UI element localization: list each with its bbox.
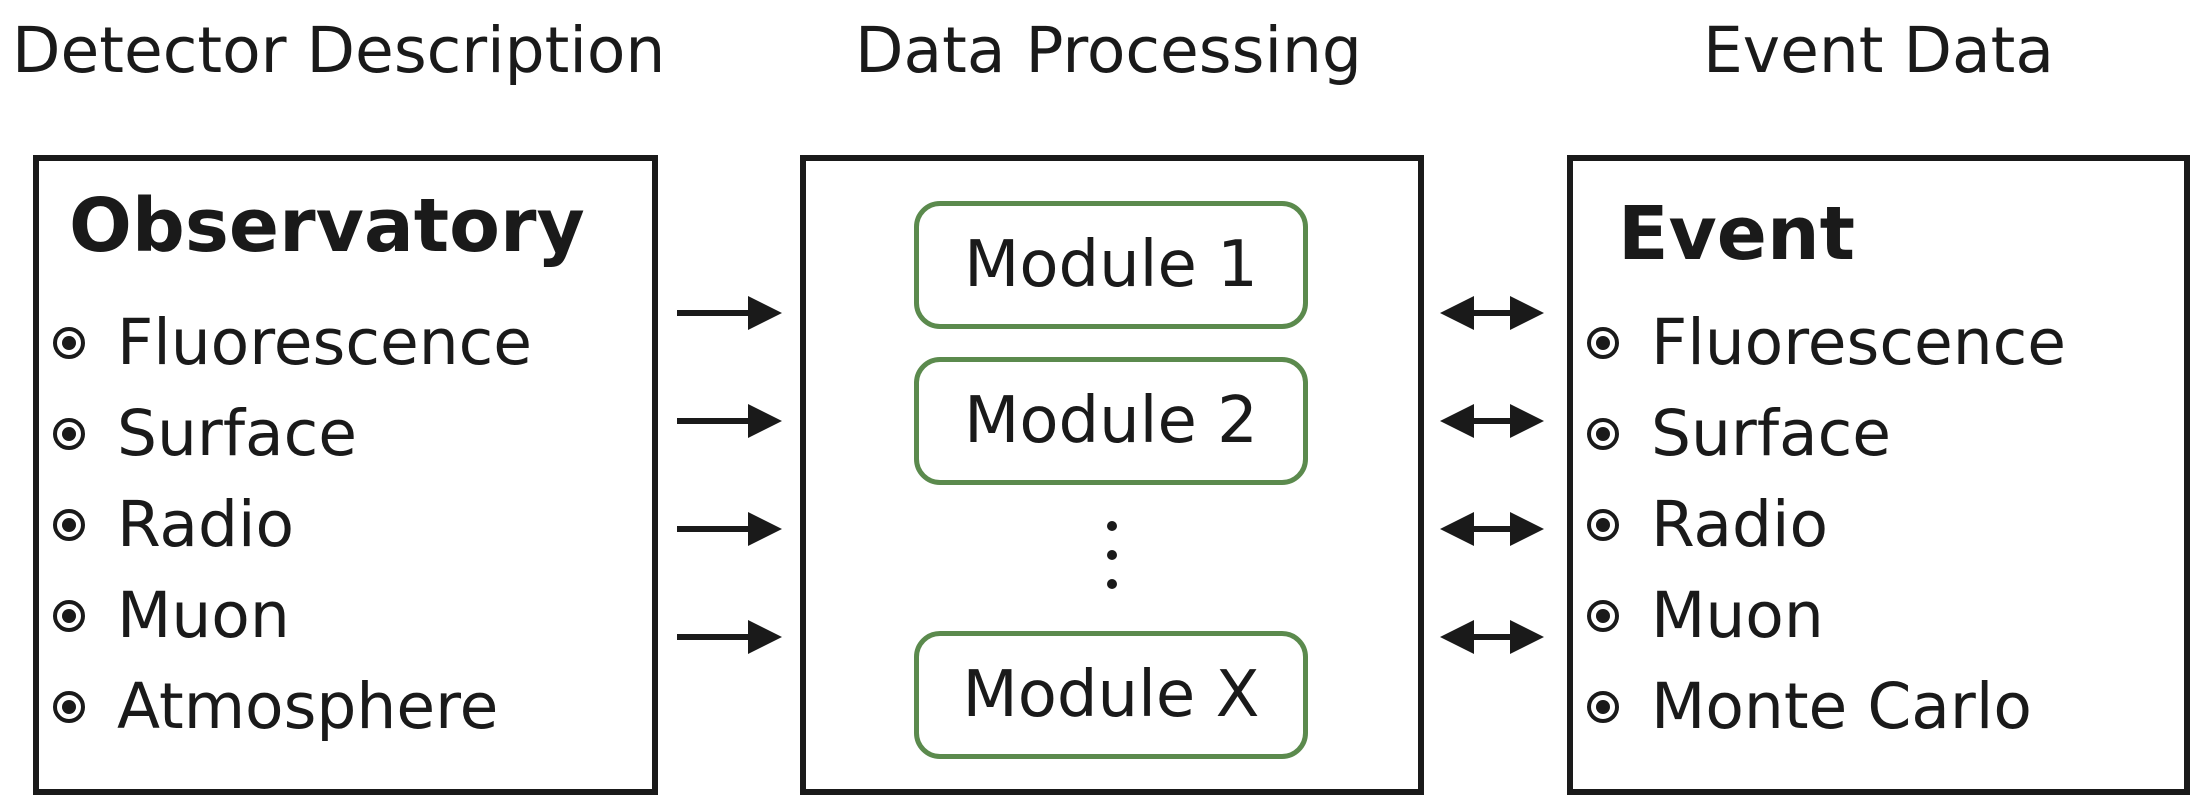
observatory-item: Muon xyxy=(53,579,290,652)
heading-data-processing: Data Processing xyxy=(855,14,1362,87)
circled-dot-icon xyxy=(53,508,85,541)
double-arrow-icon xyxy=(1440,620,1544,654)
right-arrow-icon xyxy=(677,296,782,330)
observatory-item: Radio xyxy=(53,488,294,561)
module-2: Module 2 xyxy=(914,357,1308,485)
event-item: Radio xyxy=(1587,488,1828,561)
module-x: Module X xyxy=(914,631,1308,759)
right-arrow-icon xyxy=(677,404,782,438)
module-label: Module X xyxy=(962,658,1260,732)
right-arrow-icon xyxy=(677,620,782,654)
observatory-item: Surface xyxy=(53,397,357,470)
event-item-label: Monte Carlo xyxy=(1651,670,2032,743)
circled-dot-icon xyxy=(1587,326,1619,359)
heading-detector-description: Detector Description xyxy=(12,14,666,87)
circled-dot-icon xyxy=(53,599,85,632)
observatory-item-label: Surface xyxy=(117,397,358,470)
observatory-box: Observatory Fluorescence Surface Radio M… xyxy=(33,155,658,795)
module-1: Module 1 xyxy=(914,201,1308,329)
double-arrow-icon xyxy=(1440,404,1544,438)
circled-dot-icon xyxy=(1587,599,1619,632)
observatory-item-label: Radio xyxy=(117,488,295,561)
double-arrow-icon xyxy=(1440,512,1544,546)
event-item: Surface xyxy=(1587,397,1891,470)
circled-dot-icon xyxy=(53,326,85,359)
event-item: Monte Carlo xyxy=(1587,670,2032,743)
event-item-label: Fluorescence xyxy=(1651,306,2067,379)
module-label: Module 1 xyxy=(964,228,1258,302)
observatory-item: Fluorescence xyxy=(53,306,532,379)
observatory-item-label: Atmosphere xyxy=(117,670,499,743)
circled-dot-icon xyxy=(1587,690,1619,723)
observatory-item: Atmosphere xyxy=(53,670,498,743)
circled-dot-icon xyxy=(1587,508,1619,541)
event-item-label: Surface xyxy=(1651,397,1892,470)
double-arrow-icon xyxy=(1440,296,1544,330)
right-arrow-icon xyxy=(677,512,782,546)
event-box: Event Fluorescence Surface Radio Muon Mo… xyxy=(1567,155,2190,795)
event-item-label: Muon xyxy=(1651,579,1824,652)
observatory-item-label: Fluorescence xyxy=(117,306,533,379)
heading-event-data: Event Data xyxy=(1703,14,2054,87)
observatory-title: Observatory xyxy=(69,183,585,269)
module-label: Module 2 xyxy=(964,384,1258,458)
processing-box: Module 1 Module 2 Module X xyxy=(800,155,1424,795)
event-item: Muon xyxy=(1587,579,1824,652)
ellipsis-icon xyxy=(1107,521,1117,608)
observatory-item-label: Muon xyxy=(117,579,290,652)
circled-dot-icon xyxy=(53,417,85,450)
circled-dot-icon xyxy=(53,690,85,723)
circled-dot-icon xyxy=(1587,417,1619,450)
event-item-label: Radio xyxy=(1651,488,1829,561)
event-title: Event xyxy=(1618,191,1856,277)
event-item: Fluorescence xyxy=(1587,306,2066,379)
